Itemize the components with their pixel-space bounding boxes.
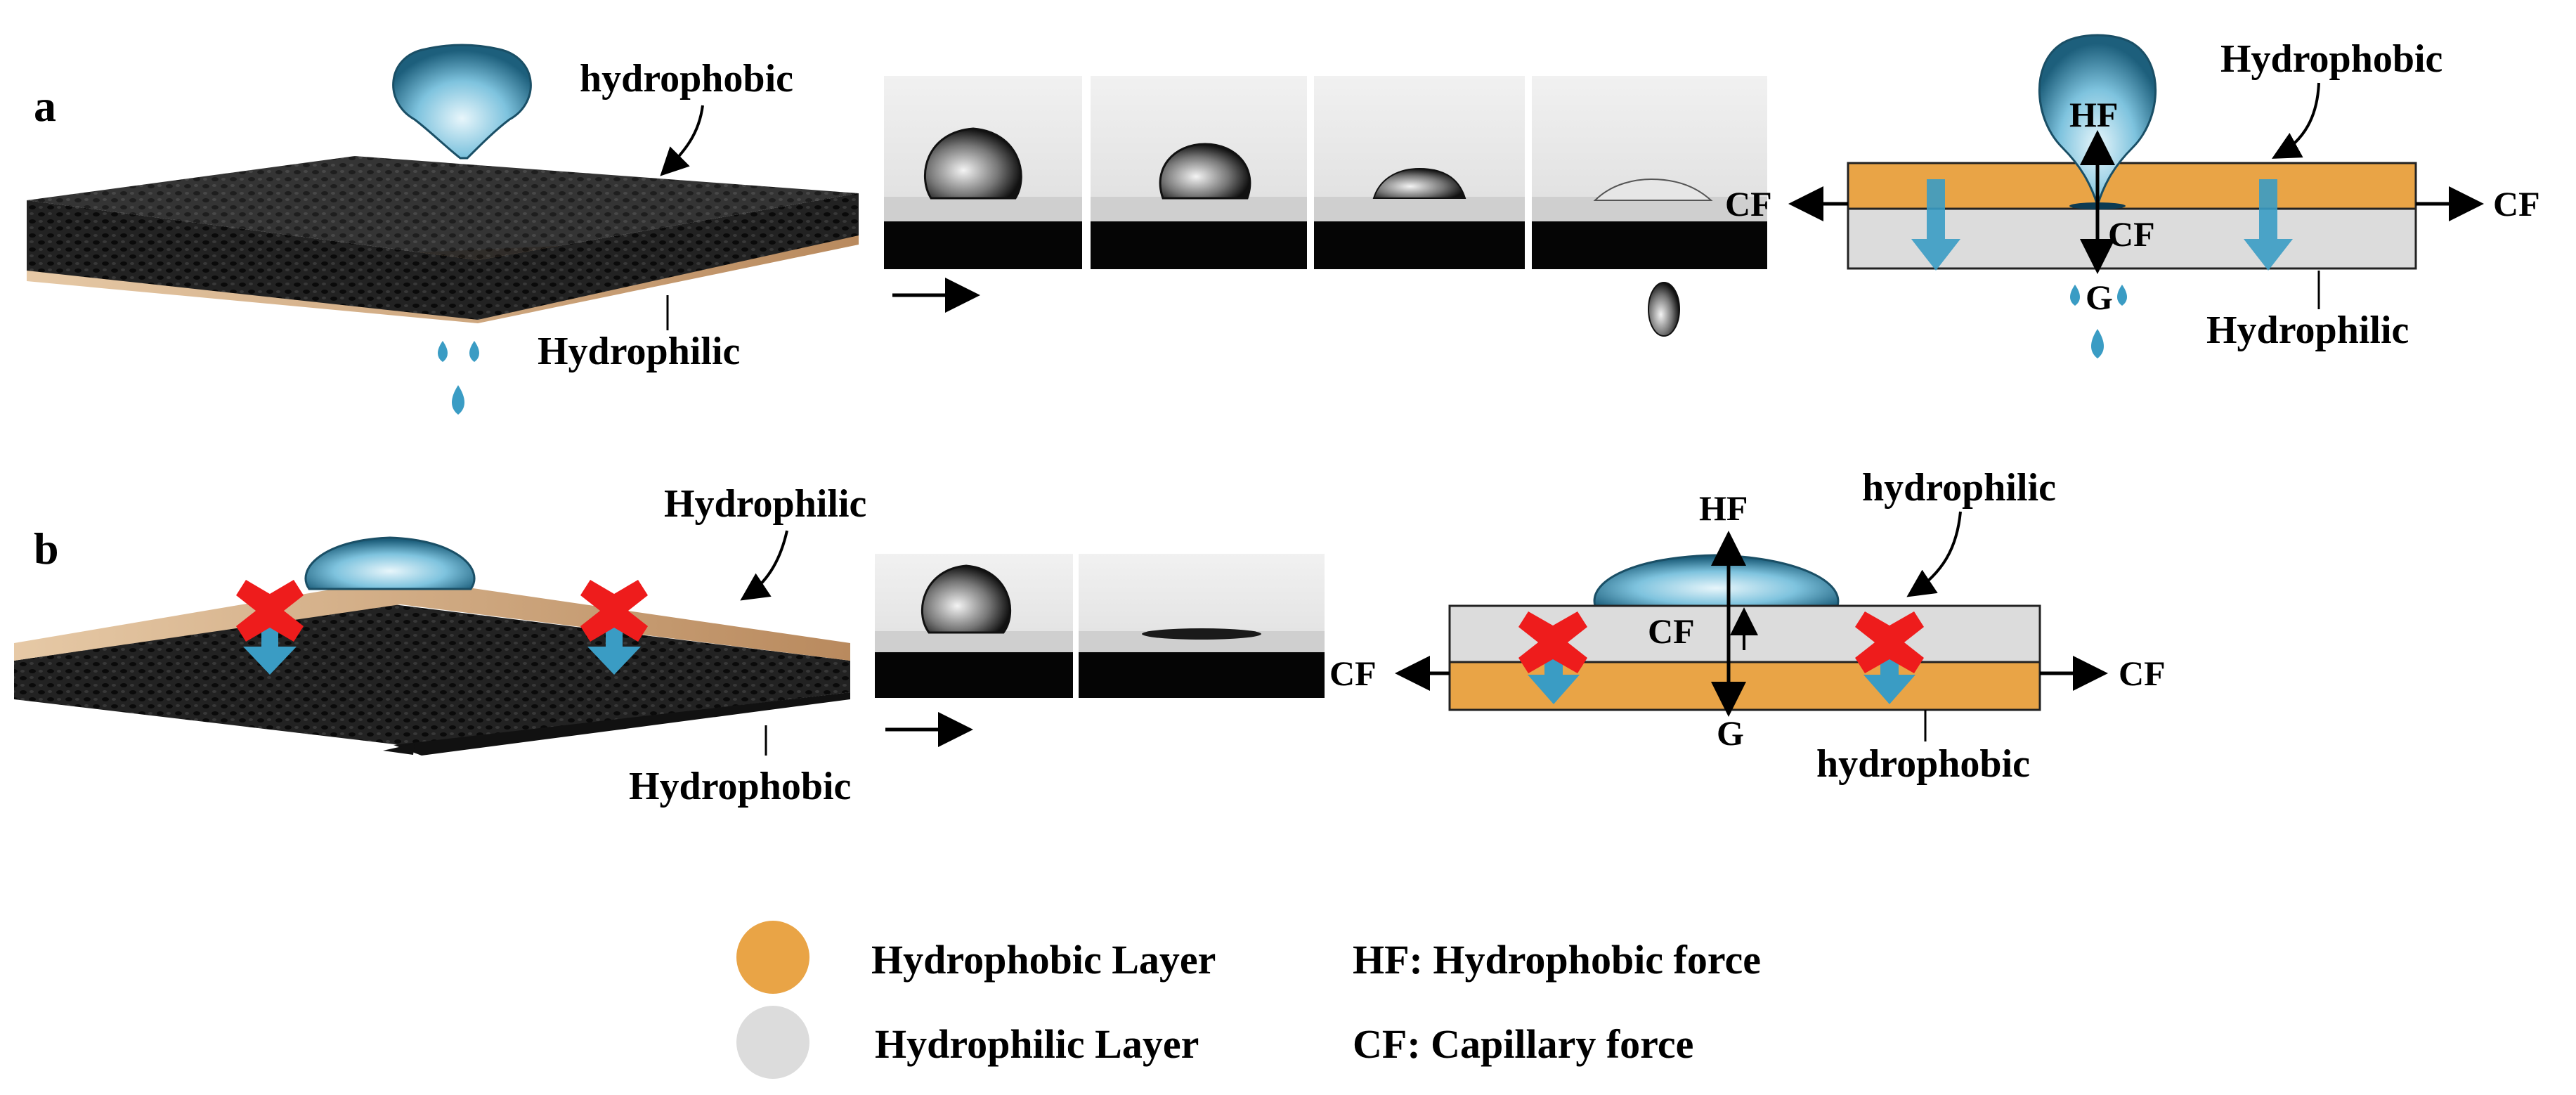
legend-swatch-hydrophilic [736,1006,809,1079]
water-drip-icon [469,341,479,362]
panel-b-letter: b [34,524,59,574]
down-arrow-icon [587,618,641,675]
pointer-arrow-b-top [740,530,788,601]
label-cf-center-b: CF [1648,611,1695,651]
falling-drop [1648,282,1680,337]
down-arrow-icon [1528,647,1580,704]
photo-frame [875,554,1073,698]
penetration-arrow [1911,179,1960,271]
legend-swatch-hydrophobic [736,921,809,994]
droplet-icon [2038,34,2157,209]
label-a-hydrophobic: hydrophobic [580,57,793,101]
blocked-penetration-b-left [236,580,304,675]
photo-frame [884,76,1082,269]
photo-frame [1532,76,1767,337]
pointer-arrow-a-diagram-top [2271,82,2320,159]
label-cf-center-a: CF [2108,214,2155,254]
droplet-icon [1593,554,1840,607]
label-cf-left-a: CF [1725,184,1772,223]
label-b-diagram-hydrophobic: hydrophobic [1816,742,2030,786]
photo-frame [1314,76,1525,269]
droplet-icon [304,536,476,590]
label-cf-left-b: CF [1329,654,1377,693]
legend: Hydrophobic Layer Hydrophilic Layer HF: … [736,921,1761,1079]
fabric-a-front-face [478,193,859,320]
label-g-a: G [2086,278,2113,317]
legend-hydrophobic-layer: Hydrophobic Layer [871,937,1216,983]
panel-b-fabric [14,578,850,756]
label-b-diagram-hydrophilic: hydrophilic [1862,466,2056,510]
photo-sequence-b [875,554,1325,747]
label-cf-right-b: CF [2119,654,2166,693]
droplet-icon [392,44,532,160]
water-drip-icon [2117,285,2127,306]
label-a-diagram-hydrophobic: Hydrophobic [2220,37,2442,81]
label-hf-a: HF [2069,95,2118,134]
pointer-arrow-b-diagram-top [1906,511,1962,597]
fabric-a-side-face [27,200,478,320]
panel-a-drips-right [2070,285,2127,358]
label-b-hydrophilic: Hydrophilic [664,482,866,526]
photo-frame [1091,76,1307,269]
water-drip-icon [438,341,448,362]
penetration-arrow [2244,179,2293,271]
label-g-b: G [1717,713,1744,753]
legend-hydrophilic-layer: Hydrophilic Layer [875,1021,1199,1067]
water-drip-icon [452,385,464,415]
fabric-b-hydrophilic-top [14,578,850,661]
panel-a-droplet [392,44,532,160]
legend-cf-definition: CF: Capillary force [1353,1021,1693,1067]
label-cf-right-a: CF [2493,184,2540,223]
blocked-penetration-diagram-left [1518,611,1587,704]
block-x-icon [1518,611,1587,673]
panel-a-letter: a [34,81,56,131]
water-drip-icon [2091,329,2104,358]
panel-a-drips [438,341,479,415]
panel-a-fabric [27,156,859,323]
label-a-hydrophilic: Hydrophilic [538,330,740,373]
block-x-icon [1855,611,1924,673]
blocked-penetration-diagram-right [1855,611,1924,704]
fabric-b-tab [383,744,415,755]
water-drip-icon [2070,285,2080,306]
fabric-b-underside [393,692,850,756]
label-hf-b: HF [1699,488,1748,528]
label-a-diagram-hydrophilic: Hydrophilic [2206,309,2409,352]
photo-frame [1079,554,1325,698]
legend-hf-definition: HF: Hydrophobic force [1353,937,1761,983]
photo-sequence-a [884,76,1767,337]
down-arrow-icon [1863,647,1915,704]
fabric-a-hydrophobic-top [27,156,859,260]
block-x-icon [580,580,648,642]
block-x-icon [236,580,304,642]
fabric-b-dark-body [14,604,850,745]
label-b-hydrophobic: Hydrophobic [629,765,851,808]
pointer-arrow-a-top [660,105,704,176]
blocked-penetration-b-right [580,580,648,675]
force-diagram-b: HF CF CF CF G hydrophilic hydrophobic [1329,466,2166,786]
force-diagram-a: HF CF CF CF G Hydrophobic Hydrophilic [1725,34,2540,358]
down-arrow-icon [243,618,297,675]
